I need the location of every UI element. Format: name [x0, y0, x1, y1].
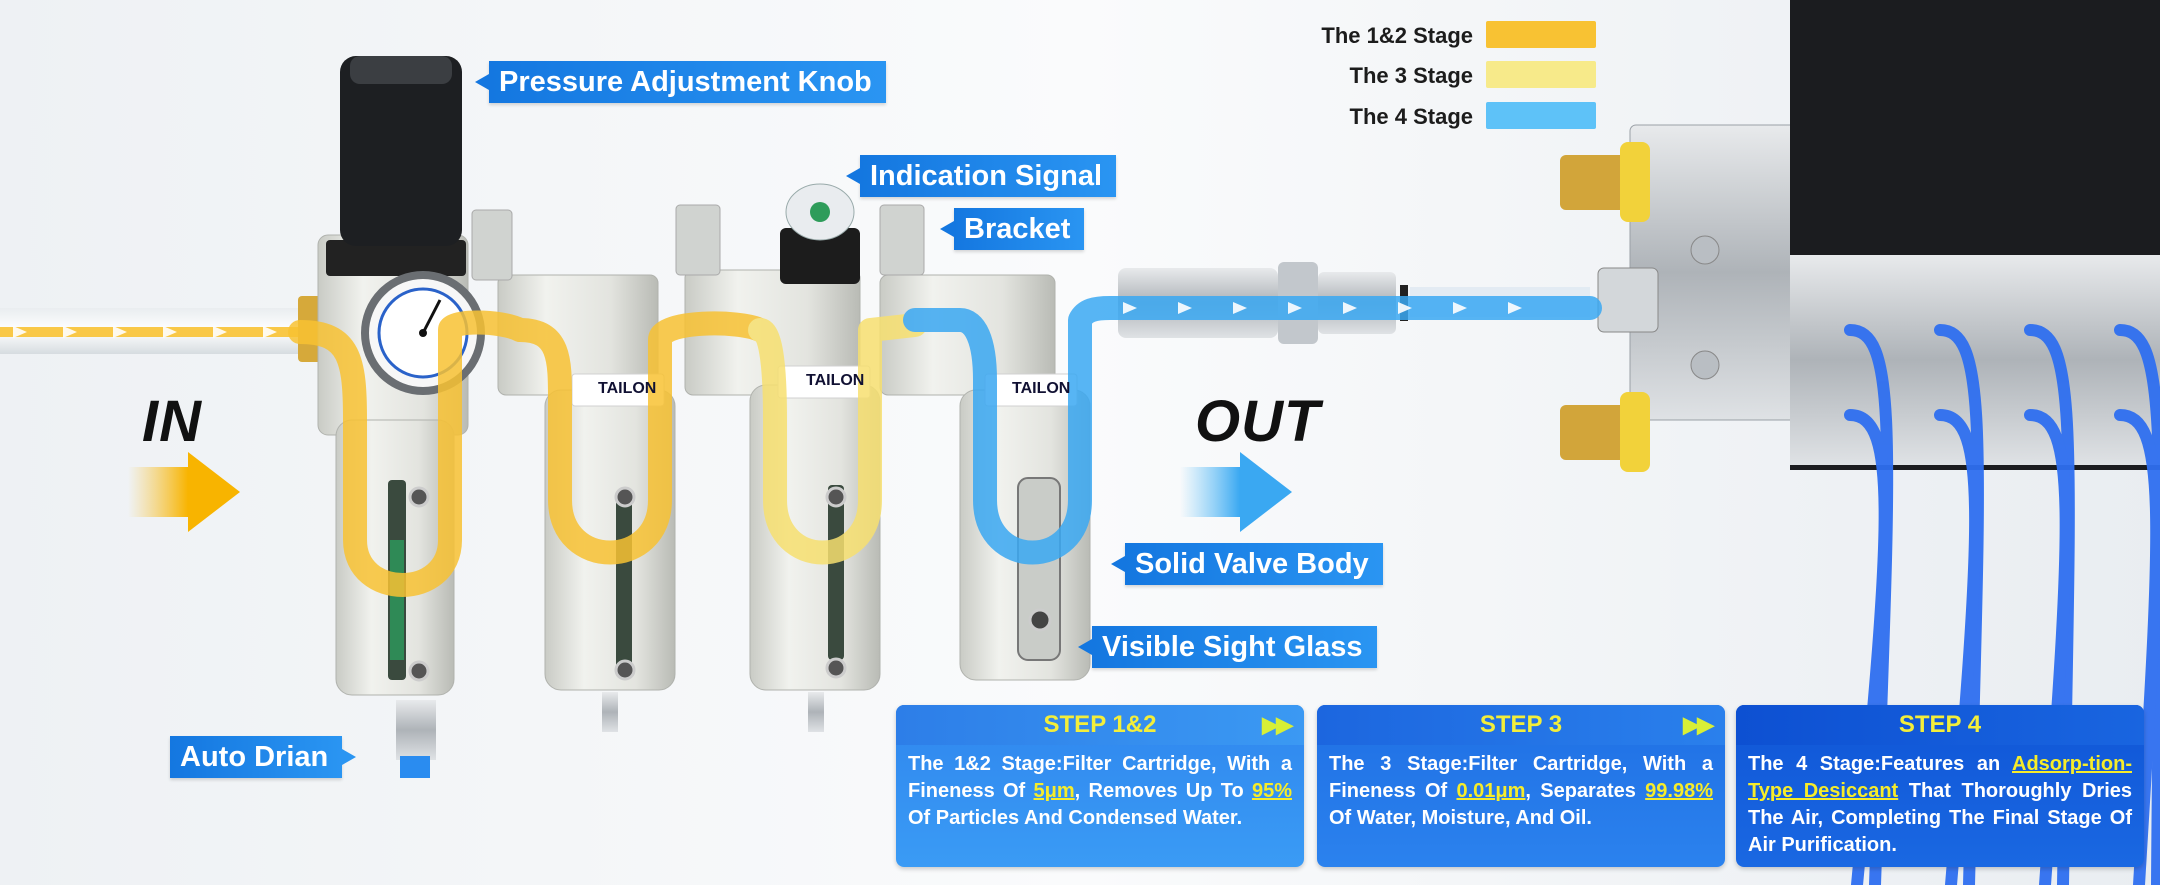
blue-hose	[2114, 324, 2160, 885]
flow-arrow-icon	[113, 326, 127, 338]
legend: The 1&2 Stage The 3 Stage The 4 Stage	[1300, 18, 1600, 138]
legend-label-1: The 1&2 Stage	[1321, 23, 1473, 48]
flow-arrow-icon	[13, 326, 27, 338]
filter-unit-2	[497, 274, 676, 732]
step-card-2-header: STEP 3 ▶▶	[1317, 705, 1725, 745]
out-arrow-icon	[1180, 452, 1292, 532]
step-card-3-title: STEP 4	[1898, 711, 1982, 738]
inlet-flow	[0, 327, 300, 337]
callout-pressure-adjustment-knob: Pressure Adjustment Knob	[475, 61, 886, 103]
step-card-3: STEP 4 The 4 Stage:Features an Adsorp-ti…	[1736, 705, 2144, 867]
flow-arrows	[13, 302, 1522, 338]
blue-hose	[2114, 409, 2160, 885]
step-card-1-text: The 1&2 Stage:Filter Cartridge, With a F…	[908, 753, 1292, 829]
flow-arrow-icon	[1508, 302, 1522, 314]
flow-arrow-icon	[1398, 302, 1412, 314]
legend-swatch-3	[1486, 102, 1596, 129]
step-card-2-text: The 3 Stage:Filter Cartridge, With a Fin…	[1329, 753, 1713, 829]
flow-arrow-icon	[1288, 302, 1302, 314]
flow-arrow-icon	[63, 326, 77, 338]
step-card-1-title: STEP 1&2	[1043, 711, 1157, 738]
in-arrow-icon	[128, 452, 240, 532]
step-card-1-header: STEP 1&2 ▶▶	[896, 705, 1304, 745]
callout-indication-signal: Indication Signal	[845, 155, 1117, 197]
flow-arrow-icon	[1453, 302, 1467, 314]
legend-label-3: The 4 Stage	[1349, 104, 1473, 129]
callout-auto-drain: Auto Drian	[170, 736, 357, 778]
flow-path	[288, 296, 1602, 597]
callout-visible-sight-glass: Visible Sight Glass	[1078, 626, 1377, 668]
callout-bracket: Bracket	[939, 208, 1085, 250]
step-card-1: STEP 1&2 ▶▶ The 1&2 Stage:Filter Cartrid…	[896, 705, 1304, 867]
brand-label-2: TAILON	[806, 372, 865, 389]
brand-label-1: TAILON	[598, 380, 657, 397]
step-card-3-header: STEP 4	[1736, 705, 2144, 745]
brand-label-3: TAILON	[1012, 380, 1071, 397]
bracket-plate	[471, 209, 513, 281]
legend-swatch-1	[1486, 21, 1596, 48]
step-card-2-title: STEP 3	[1479, 711, 1563, 738]
in-label: IN	[142, 389, 202, 454]
flow-arrow-icon	[1123, 302, 1137, 314]
flow-arrow-icon	[1233, 302, 1247, 314]
regulator-unit	[298, 56, 485, 778]
flow-arrow-icon	[1178, 302, 1192, 314]
flow-arrow-icon	[213, 326, 227, 338]
double-arrow-icon: ▶▶	[1683, 712, 1714, 737]
step-card-3-text: The 4 Stage:Features an Adsorp-tion-Type…	[1748, 753, 2132, 856]
legend-label-2: The 3 Stage	[1349, 63, 1473, 88]
flow-arrow-icon	[263, 326, 277, 338]
out-label: OUT	[1195, 389, 1321, 454]
flow-arrow-icon	[1343, 302, 1357, 314]
callout-solid-valve-body: Solid Valve Body	[1111, 543, 1383, 585]
legend-swatch-2	[1486, 61, 1596, 88]
step-card-2: STEP 3 ▶▶ The 3 Stage:Filter Cartridge, …	[1317, 705, 1725, 867]
double-arrow-icon: ▶▶	[1262, 712, 1293, 737]
flow-arrow-icon	[163, 326, 177, 338]
